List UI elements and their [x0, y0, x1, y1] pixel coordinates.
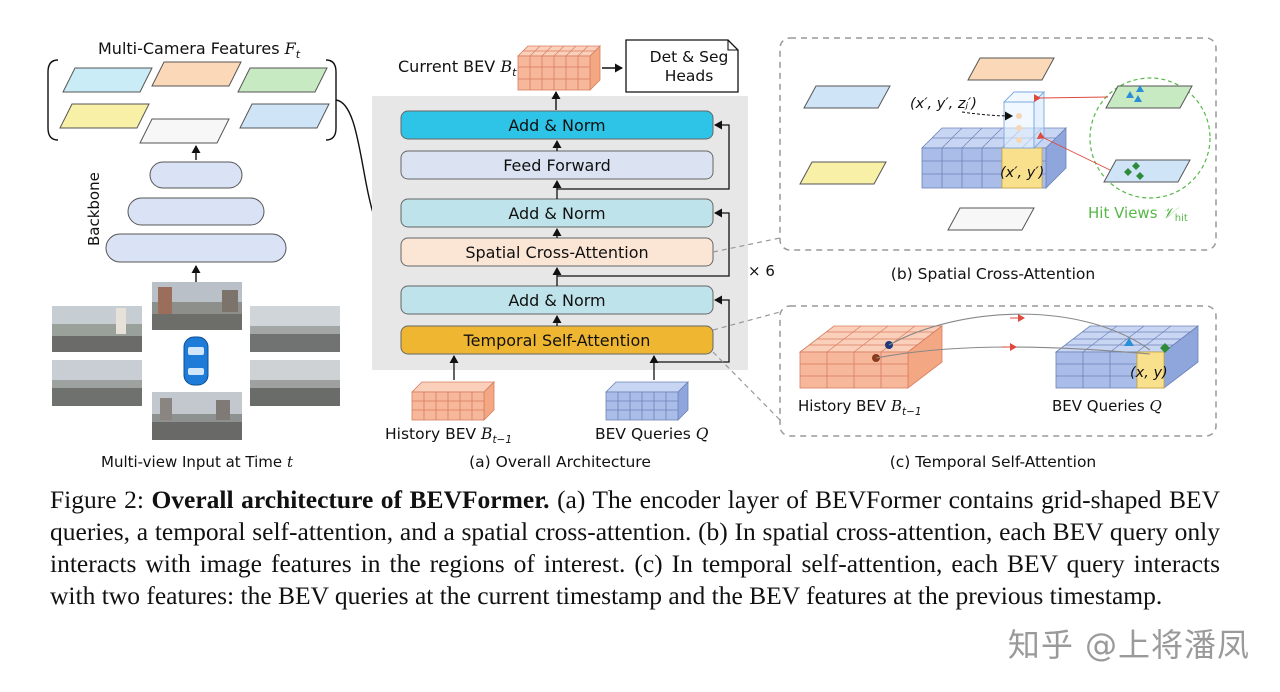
sca-coord-3d: (x′, y′, zⱼ′)	[910, 96, 977, 112]
tsa-panel-frame	[779, 305, 1217, 437]
residual-ff	[557, 120, 730, 190]
current-bev-grid	[517, 45, 601, 91]
watermark: 知乎 @上将潘凤	[1007, 626, 1250, 664]
bev-queries-grid	[605, 381, 689, 421]
hit-view-green	[1105, 85, 1193, 109]
backbone-stage-medium	[127, 197, 265, 226]
figure-caption: Figure 2: Overall architecture of BEVFor…	[50, 484, 1220, 612]
multi-view-input-label: Multi-view Input at Time t	[101, 453, 294, 471]
det-seg-heads-box	[625, 39, 739, 93]
sca-pillar	[1002, 90, 1046, 150]
add-norm-top-label: Add & Norm	[508, 116, 605, 135]
bev-queries-label: BEV Queries Q	[595, 425, 709, 443]
add-norm-low-label: Add & Norm	[508, 291, 605, 310]
temporal-self-attention-label: Temporal Self-Attention	[463, 331, 651, 350]
backbone-stage-large	[105, 233, 287, 263]
hit-points-triangles	[1126, 85, 1144, 102]
camera-image-front	[152, 282, 242, 330]
zoom-connector-tsa-bottom	[712, 351, 781, 421]
projection-line-blue	[1036, 131, 1111, 171]
features-left-bracket	[47, 59, 59, 141]
det-seg-heads-label-line1: Det & Seg	[650, 48, 729, 66]
current-bev-label: Current BEV Bt	[398, 57, 517, 79]
hit-views-circle	[1089, 77, 1211, 199]
residual-tsa	[654, 295, 730, 363]
camera-image-front-right	[250, 306, 340, 352]
det-seg-heads-label-line2: Heads	[665, 67, 714, 85]
sca-view-orange	[967, 57, 1055, 81]
camera-image-back-right	[250, 360, 340, 406]
projection-line-green	[1033, 94, 1109, 103]
residual-sca	[557, 208, 730, 277]
sca-subtitle: (b) Spatial Cross-Attention	[891, 265, 1095, 283]
feature-map-green	[237, 67, 328, 93]
ego-car-icon	[183, 336, 209, 386]
caption-bold-title: Overall architecture of BEVFormer.	[151, 485, 550, 514]
hit-view-blue	[1103, 159, 1191, 183]
tsa-panel: History BEV Bt−1 (x, y) BEV Queries Q (c…	[779, 305, 1217, 471]
tsa-history-label: History BEV Bt−1	[798, 397, 922, 418]
tsa-queries-grid	[1054, 325, 1200, 389]
camera-image-back	[152, 392, 242, 440]
hit-views-label: Hit Views 𝒱hit	[1088, 204, 1188, 224]
zoom-connector-tsa-top	[712, 311, 781, 331]
camera-image-front-left	[52, 306, 142, 352]
tsa-queries-label: BEV Queries Q	[1052, 397, 1162, 415]
tsa-coord: (x, y)	[1130, 365, 1168, 381]
backbone-label: Backbone	[85, 172, 103, 246]
multi-camera-features-label: Multi-Camera Features Ft	[98, 39, 301, 61]
spatial-cross-attention-label: Spatial Cross-Attention	[465, 243, 648, 262]
center-panel: Current BEV Bt Det & Seg Heads Add & Nor…	[372, 39, 775, 471]
tsa-query-cell	[1136, 351, 1165, 389]
left-panel: Multi-Camera Features Ft Backbone	[47, 39, 340, 471]
add-norm-top-block	[400, 110, 714, 140]
sca-panel: (x′, y′, zⱼ′) (x′, y′) Hit Views 𝒱hit (b…	[779, 37, 1217, 283]
feature-map-white	[139, 118, 230, 144]
sca-panel-frame	[779, 37, 1217, 251]
history-bev-grid	[411, 381, 495, 421]
hit-points-diamonds	[1124, 162, 1144, 180]
sca-query-cell	[1001, 147, 1043, 189]
caption-body: (a) The encoder layer of BEVFormer conta…	[50, 485, 1220, 610]
repeat-label: × 6	[748, 262, 775, 280]
caption-prefix: Figure 2:	[50, 485, 152, 514]
tsa-history-grid	[798, 325, 944, 389]
add-norm-mid-label: Add & Norm	[508, 204, 605, 223]
feature-map-cyan	[62, 67, 153, 93]
tsa-subtitle: (c) Temporal Self-Attention	[890, 453, 1097, 471]
backbone-stage-small	[149, 161, 243, 189]
features-right-bracket	[325, 59, 337, 141]
feature-map-orange	[151, 61, 242, 87]
sca-view-yellow	[799, 161, 887, 185]
overall-architecture-subtitle: (a) Overall Architecture	[469, 453, 651, 471]
zoom-connector-sca	[712, 237, 781, 253]
feature-map-yellow	[59, 103, 150, 129]
sca-coord-pointer	[961, 111, 1013, 121]
feed-forward-label: Feed Forward	[503, 156, 611, 175]
tsa-query-diamond	[1160, 343, 1170, 353]
history-bev-label: History BEV Bt−1	[385, 425, 512, 446]
sca-coord-2d: (x′, y′)	[1000, 165, 1044, 181]
feature-map-blue	[239, 103, 330, 129]
camera-image-back-left	[52, 360, 142, 406]
tsa-query-triangle	[1124, 338, 1134, 346]
sca-view-white	[947, 207, 1035, 231]
sca-view-blue	[803, 85, 891, 109]
